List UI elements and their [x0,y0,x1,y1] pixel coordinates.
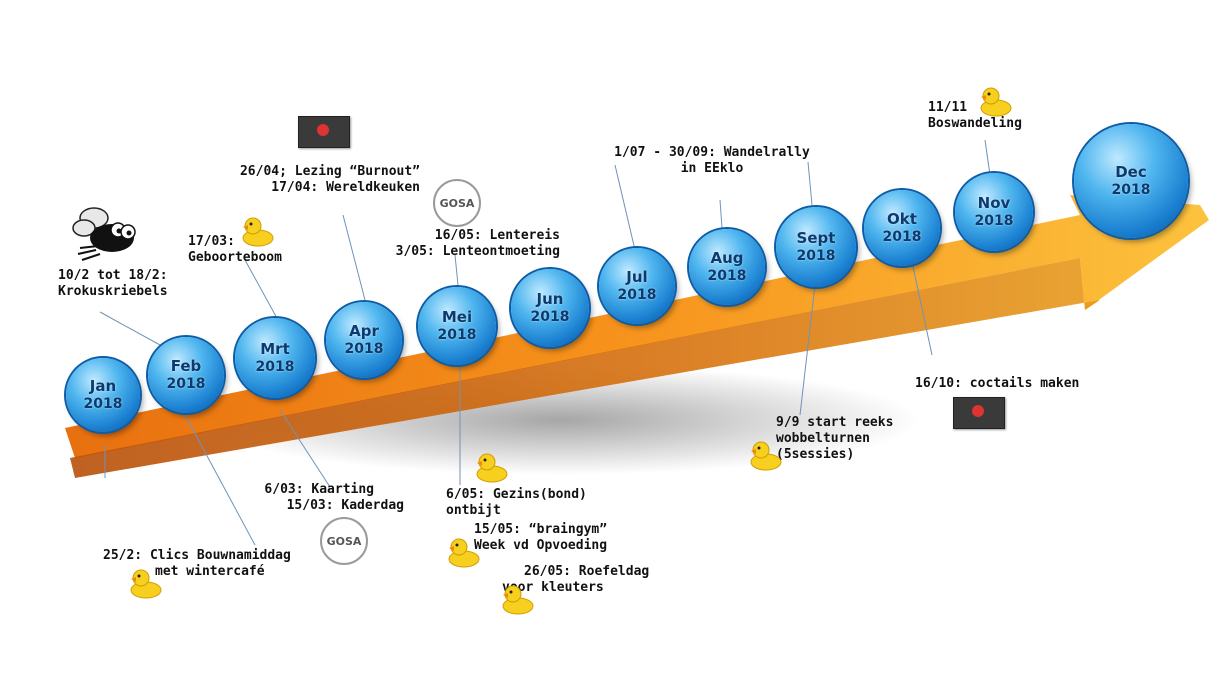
event-line: 15/05: “braingym” [474,522,608,537]
month-bubble-dec: Dec 2018 [1074,124,1188,238]
rubber-duck-icon [476,453,508,483]
month-year: 2018 [882,228,922,245]
month-year: 2018 [707,267,747,284]
event-line: 3/05: Lenteontmoeting [395,244,560,259]
event-line: 6/03: Kaarting [264,482,374,497]
month-year: 2018 [437,326,477,343]
gosa-logo: GOSA [320,517,368,565]
event-line: 1/07 - 30/09: Wandelrally [614,145,810,160]
month-bubble-feb: Feb 2018 [148,337,224,413]
event-line: 17/03: [188,234,235,249]
month-year: 2018 [617,286,657,303]
arrow-side-face [70,258,1100,478]
month-name: Sept [796,229,836,248]
chalkboard-logo-icon [298,116,350,148]
month-name: Jan [89,377,117,396]
month-name: Mrt [260,340,290,359]
event-braingym: 15/05: “braingym” Week vd Opvoeding [474,522,607,554]
event-burnout-wereldkeuken: 26/04; Lezing “Burnout” 17/04: Wereldkeu… [238,164,420,196]
month-name: Aug [710,249,744,268]
event-line: ontbijt [446,503,501,518]
event-line: 9/9 start reeks [776,415,894,430]
rubber-duck-icon [130,569,162,599]
rubber-duck-icon [242,217,274,247]
month-year: 2018 [166,375,206,392]
event-gezinsbond: 6/05: Gezins(bond) ontbijt [446,487,587,519]
month-bubble-okt: Okt 2018 [864,190,940,266]
month-bubble-jul: Jul 2018 [599,248,675,324]
month-name: Dec [1115,163,1147,182]
month-year: 2018 [1111,181,1151,198]
event-line: 17/04: Wereldkeuken [271,180,420,195]
month-name: Jun [536,290,564,309]
event-line: met wintercafé [155,564,265,579]
month-bubble-aug: Aug 2018 [689,229,765,305]
event-line: 16/05: Lentereis [434,228,560,243]
event-line: Krokuskriebels [58,284,168,299]
event-clics: 25/2: Clics Bouwnamiddag met wintercafé [103,548,291,580]
month-year: 2018 [83,395,123,412]
event-lente: 16/05: Lentereis 3/05: Lenteontmoeting [378,228,560,260]
event-line: 26/05: Roefeldag [524,564,650,579]
month-name: Okt [887,210,917,229]
month-name: Jul [626,268,648,287]
month-bubble-jan: Jan 2018 [66,358,140,432]
chalkboard-logo-icon [953,397,1005,429]
event-line: 26/04; Lezing “Burnout” [239,164,420,179]
rubber-duck-icon [980,87,1012,117]
fly-icon [72,207,136,261]
event-coctails: 16/10: coctails maken [915,376,1079,392]
event-line: 25/2: Clics Bouwnamiddag [103,548,291,563]
event-line: Boswandeling [928,116,1022,131]
event-geboorteboom: 17/03: Geboorteboom [188,234,282,266]
gosa-logo-text: GOSA [439,196,475,210]
event-line: in EEklo [680,161,744,176]
connector-lines [99,139,991,546]
event-line: voor kleuters [502,580,604,595]
event-krokuskriebels: 10/2 tot 18/2: Krokuskriebels [58,268,168,300]
month-bubble-nov: Nov 2018 [955,173,1033,251]
event-line: Week vd Opvoeding [474,538,608,553]
month-name: Feb [170,357,202,376]
month-year: 2018 [344,340,384,357]
gosa-logo: GOSA [433,179,481,227]
event-line: 15/03: Kaderdag [286,498,404,513]
month-year: 2018 [974,212,1014,229]
month-name: Mei [441,308,473,327]
event-line: Geboorteboom [188,250,282,265]
event-line: 11/11 [928,100,968,115]
event-line: 10/2 tot 18/2: [58,268,168,283]
event-wobbelturnen: 9/9 start reeks wobbelturnen (5sessies) [776,415,893,463]
arrow-top-face [65,195,1209,458]
month-year: 2018 [530,308,570,325]
month-bubble-apr: Apr 2018 [326,302,402,378]
rubber-duck-icon [448,538,480,568]
month-bubble-jun: Jun 2018 [511,269,589,347]
month-bubble-mrt: Mrt 2018 [235,318,315,398]
event-line: (5sessies) [776,447,855,462]
rubber-duck-icon [502,585,534,615]
event-kaarting-kaderdag: 6/03: Kaarting 15/03: Kaderdag [230,482,404,514]
month-name: Nov [977,194,1011,213]
event-boswandeling: 11/11 Boswandeling [928,100,1022,132]
rubber-duck-icon [750,441,782,471]
month-bubble-mei: Mei 2018 [418,287,496,365]
month-bubble-sept: Sept 2018 [776,207,856,287]
event-line: 16/10: coctails maken [915,376,1080,391]
event-line: 6/05: Gezins(bond) [446,487,587,502]
month-year: 2018 [796,247,836,264]
event-roefeldag: 26/05: Roefeldag voor kleuters [502,564,649,596]
gosa-logo-text: GOSA [326,534,362,548]
event-line: wobbelturnen [776,431,870,446]
event-wandelrally: 1/07 - 30/09: Wandelrally in EEklo [612,145,812,177]
month-year: 2018 [255,358,295,375]
month-name: Apr [349,322,379,341]
